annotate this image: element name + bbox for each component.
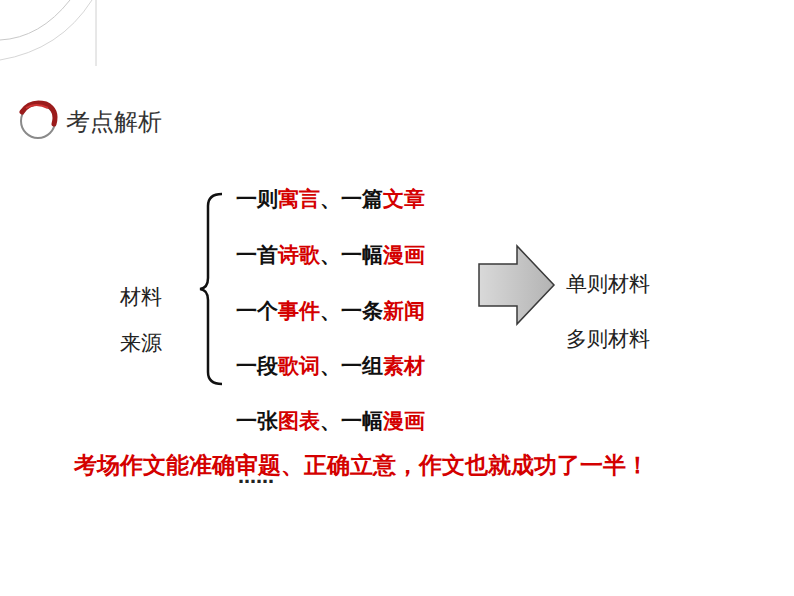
plain-word: 、一组	[320, 354, 383, 378]
slide-title: 考点解析	[66, 106, 162, 138]
source-item: 一则寓言、一篇文章	[236, 185, 425, 213]
key-note: 考场作文能准确审题、正确立意，作文也就成功了一半！	[74, 450, 754, 480]
plain-word: 、一条	[320, 299, 383, 323]
source-label: 材料 来源	[120, 274, 168, 366]
title-circle	[21, 104, 55, 138]
corner-line	[96, 0, 97, 66]
material-type: 单则材料	[566, 270, 650, 298]
brace	[200, 194, 222, 384]
highlight-word: 寓言	[278, 187, 320, 211]
plain-word: 一段	[236, 354, 278, 378]
plain-word: 一则	[236, 187, 278, 211]
plain-word: 、一幅	[320, 243, 383, 267]
source-item: 一首诗歌、一幅漫画	[236, 241, 425, 269]
plain-word: 一张	[236, 409, 278, 433]
highlight-word: 歌词	[278, 354, 320, 378]
block-arrow	[479, 246, 554, 324]
highlight-word: 事件	[278, 299, 320, 323]
plain-word: 一首	[236, 243, 278, 267]
brush-stroke	[26, 105, 48, 108]
highlight-word: 图表	[278, 409, 320, 433]
highlight-word: 素材	[383, 354, 425, 378]
highlight-word: 漫画	[383, 409, 425, 433]
highlight-word: 诗歌	[278, 243, 320, 267]
corner-arc	[0, 0, 70, 40]
material-type: 多则材料	[566, 325, 650, 353]
brush-stroke	[22, 103, 55, 124]
plain-word: 一个	[236, 299, 278, 323]
highlight-word: 漫画	[383, 243, 425, 267]
source-item: 一段歌词、一组素材	[236, 352, 425, 380]
plain-word: 、一幅	[320, 409, 383, 433]
source-item: 一个事件、一条新闻	[236, 297, 425, 325]
plain-word: 、一篇	[320, 187, 383, 211]
highlight-word: 文章	[383, 187, 425, 211]
corner-arc	[0, 0, 92, 60]
source-item: 一张图表、一幅漫画	[236, 407, 425, 435]
highlight-word: 新闻	[383, 299, 425, 323]
